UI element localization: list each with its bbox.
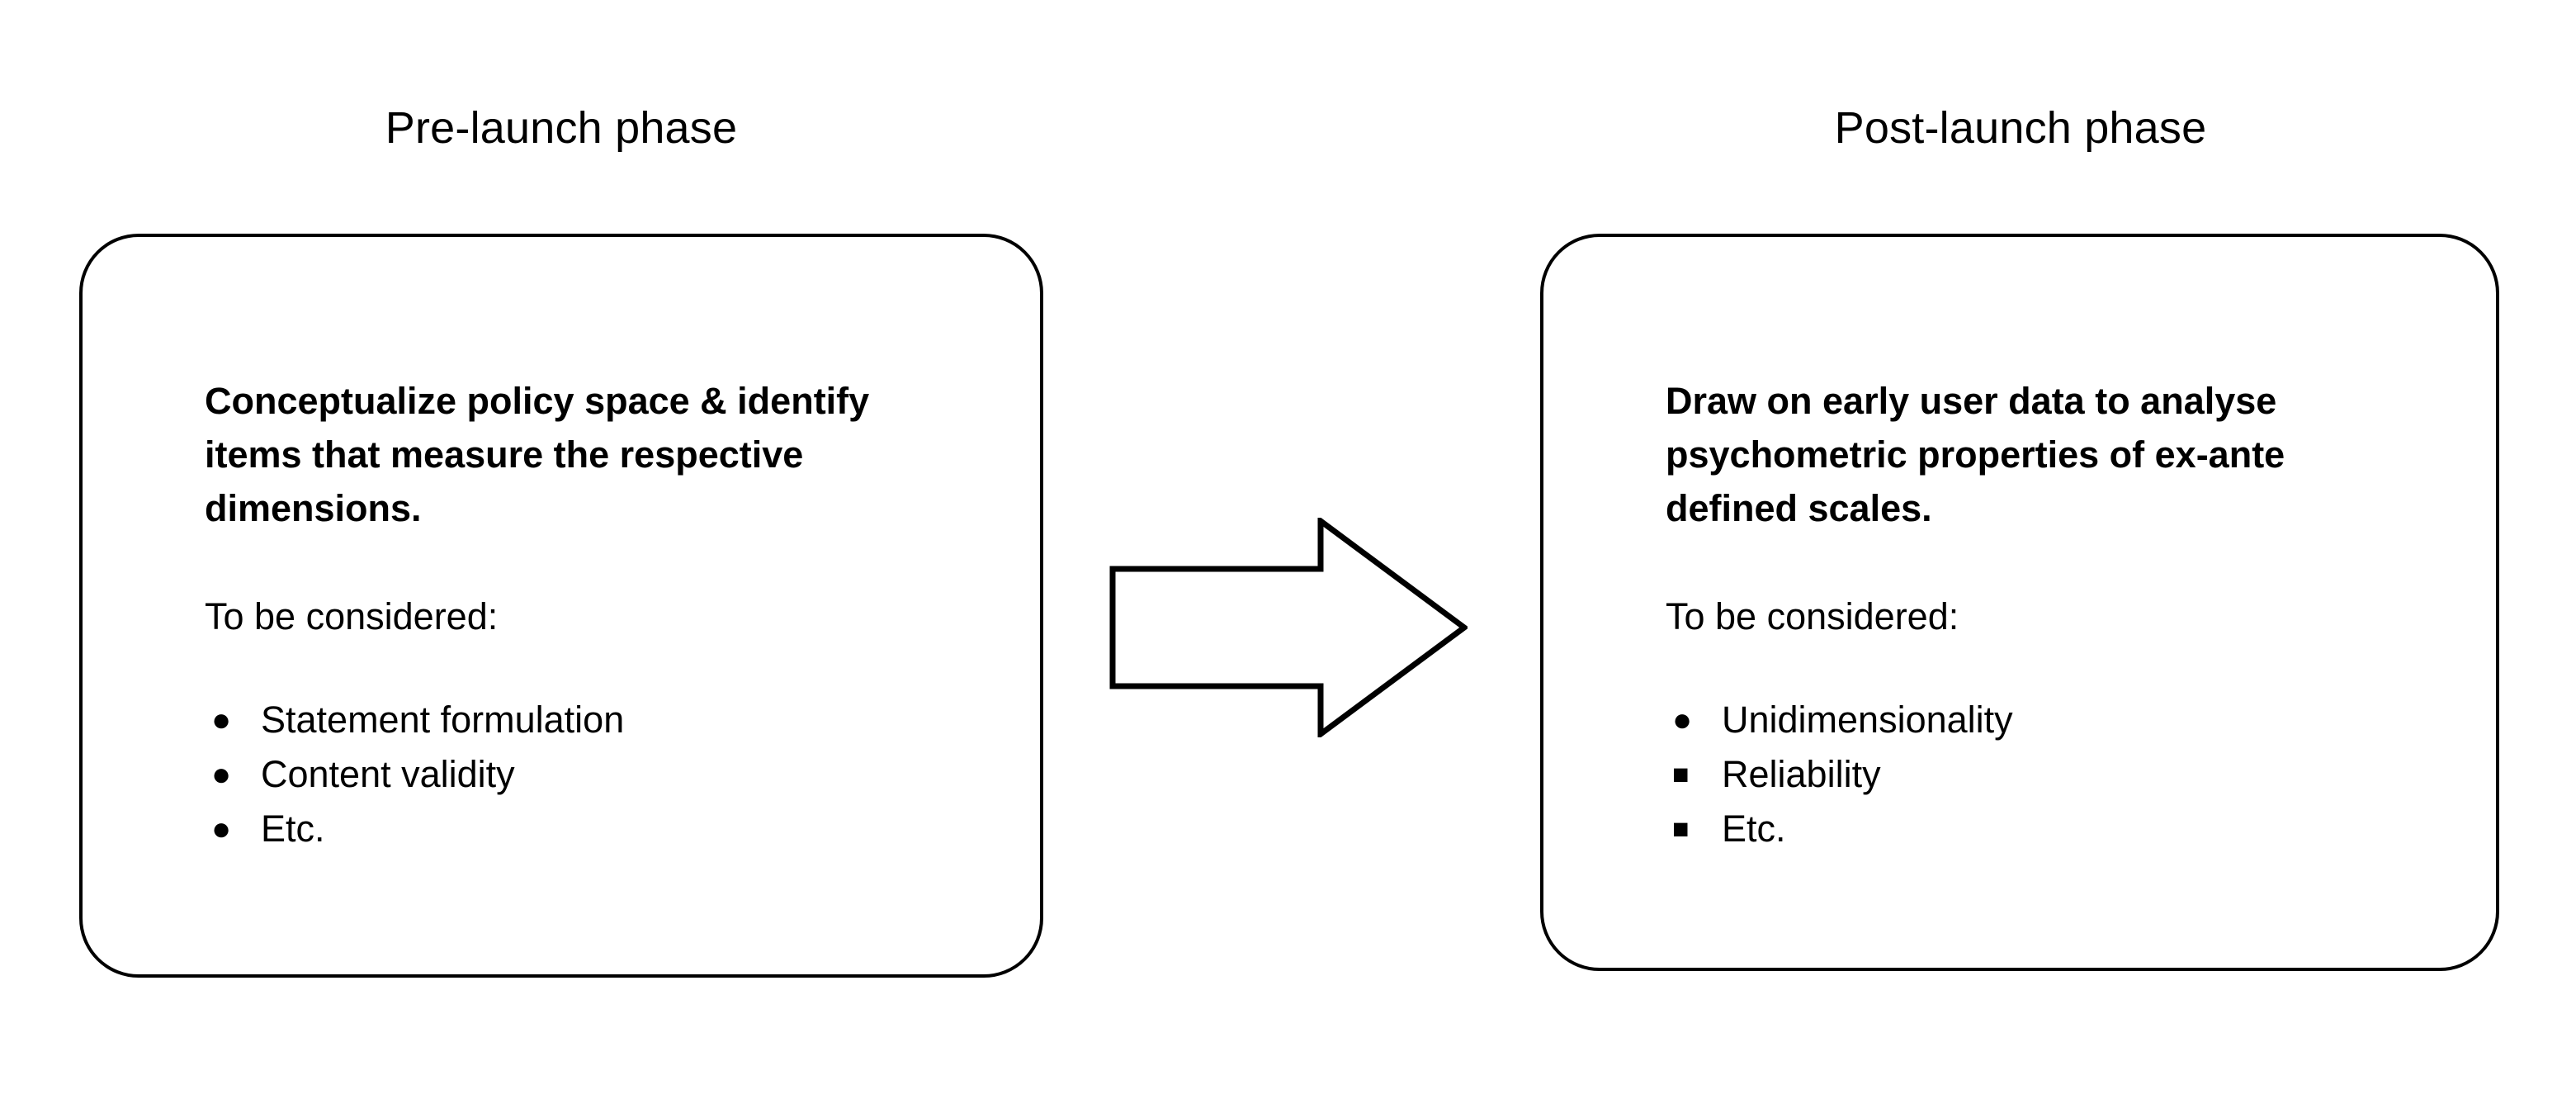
square-bullet-icon: ■ — [1672, 759, 1690, 790]
post-launch-bullet-list: ● Unidimensionality ■ Reliability ■ Etc. — [1666, 693, 2460, 856]
pre-launch-box-content: Conceptualize policy space & identify it… — [205, 374, 1004, 856]
round-bullet-icon: ● — [211, 756, 232, 793]
list-item-label: Content validity — [261, 753, 515, 795]
list-item: ● Etc. — [205, 802, 1004, 856]
pre-launch-bullet-list: ● Statement formulation ● Content validi… — [205, 693, 1004, 856]
list-item-label: Reliability — [1722, 753, 1881, 795]
list-item: ● Content validity — [205, 747, 1004, 802]
post-launch-phase-box: Draw on early user data to analyse psych… — [1540, 234, 2499, 971]
list-item-label: Unidimensionality — [1722, 699, 2013, 741]
pre-launch-phase-box: Conceptualize policy space & identify it… — [79, 234, 1043, 978]
list-item-label: Etc. — [261, 808, 325, 850]
pre-launch-consider-label: To be considered: — [205, 595, 499, 637]
list-item-label: Statement formulation — [261, 699, 625, 741]
post-launch-consider-label: To be considered: — [1666, 595, 1959, 637]
list-item: ● Statement formulation — [205, 693, 1004, 747]
list-item: ● Unidimensionality — [1666, 693, 2460, 747]
post-launch-phase-title: Post-launch phase — [1834, 103, 2207, 153]
flow-arrow-right-icon — [1109, 518, 1468, 737]
arrow-shape — [1109, 518, 1468, 737]
post-launch-lead-text: Draw on early user data to analyse psych… — [1666, 380, 2285, 529]
flow-arrow-svg — [1109, 518, 1468, 737]
pre-launch-lead-text: Conceptualize policy space & identify it… — [205, 380, 870, 529]
post-launch-box-content: Draw on early user data to analyse psych… — [1666, 374, 2460, 856]
pre-launch-phase-title: Pre-launch phase — [385, 103, 738, 153]
list-item: ■ Etc. — [1666, 802, 2460, 856]
round-bullet-icon: ● — [1672, 702, 1693, 738]
round-bullet-icon: ● — [211, 811, 232, 847]
square-bullet-icon: ■ — [1672, 813, 1690, 845]
list-item-label: Etc. — [1722, 808, 1786, 850]
round-bullet-icon: ● — [211, 702, 232, 738]
list-item: ■ Reliability — [1666, 747, 2460, 802]
